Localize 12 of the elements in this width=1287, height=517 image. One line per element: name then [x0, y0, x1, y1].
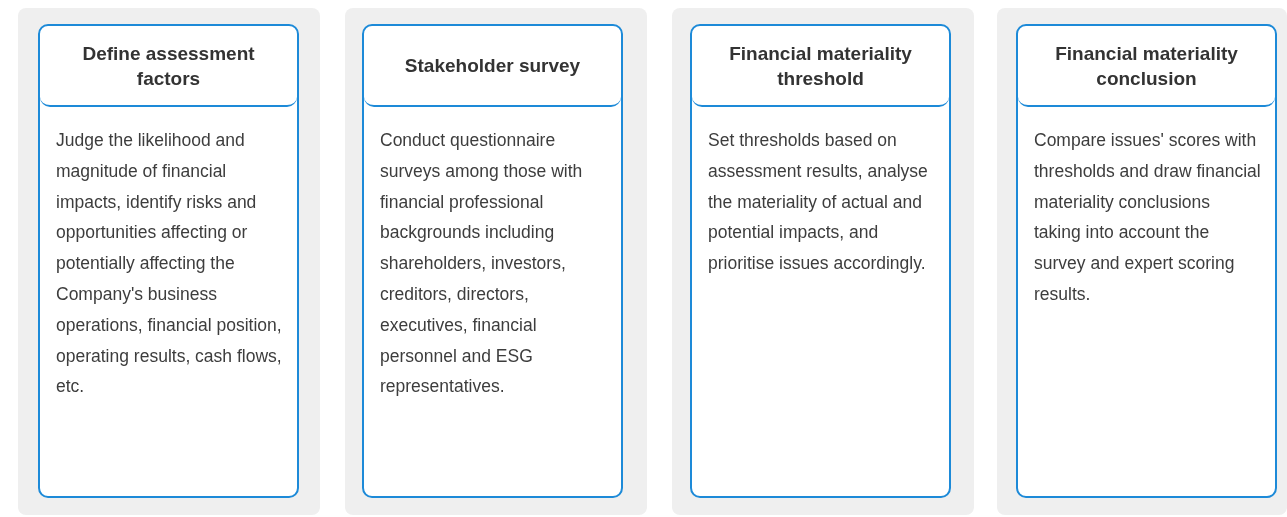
- step-card: [362, 24, 623, 498]
- step-title: Financial materiality conclusion: [1018, 26, 1275, 107]
- step-card: [690, 24, 951, 498]
- step-card: [38, 24, 299, 498]
- step-description: Judge the likelihood and magnitude of financial impacts, identify risks and opportunities affecting or potentially affecting the Company's business operations, financial position, operating results, cash flows, etc.: [56, 129, 283, 399]
- step-title: Financial materiality threshold: [692, 26, 949, 107]
- step-title: Stakeholder survey: [364, 26, 621, 107]
- step-description: Set thresholds based on assessment results, analyse the materiality of actual and potential impacts, and prioritise issues accordingly.: [708, 129, 929, 276]
- step-description: Compare issues' scores with thresholds and draw financial materiality conclusions taking into account the survey and expert scoring results.: [1034, 129, 1261, 306]
- step-title: Define assessment factors: [40, 26, 297, 107]
- step-card: [1016, 24, 1277, 498]
- step-description: Conduct questionnaire surveys among those with financial professional backgrounds including shareholders, investors, creditors, directors, executives, financial personnel and ESG representatives.: [380, 129, 584, 399]
